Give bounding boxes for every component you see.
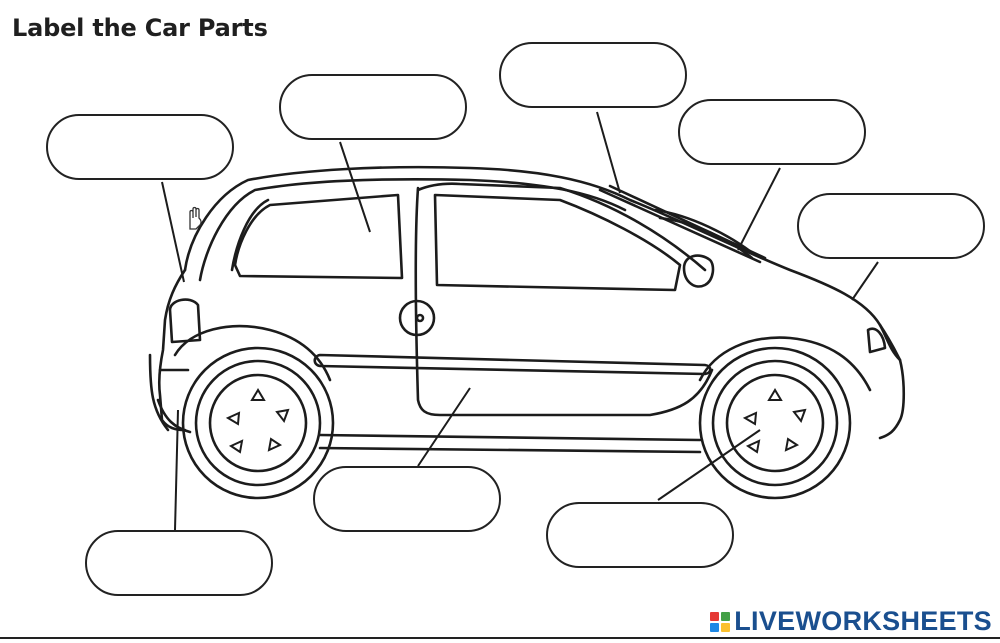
label-input-rear-window[interactable] (281, 76, 469, 140)
brand-logo[interactable]: LIVEWORKSHEETS (710, 606, 992, 637)
logo-tile (710, 622, 720, 632)
page-title: Label the Car Parts (12, 14, 268, 42)
logo-tile (710, 611, 720, 621)
label-box-bumper[interactable] (85, 530, 275, 596)
label-input-bumper[interactable] (87, 532, 275, 596)
label-box-rear-light[interactable] (46, 114, 236, 180)
label-input-bonnet[interactable] (799, 195, 987, 259)
label-box-wheel[interactable] (546, 502, 736, 568)
logo-tile (721, 611, 731, 621)
label-input-sunroof[interactable] (680, 101, 868, 165)
brand-logo-mark (710, 611, 731, 632)
label-input-roof-rail[interactable] (501, 44, 689, 108)
brand-logo-text: LIVEWORKSHEETS (734, 606, 992, 636)
label-box-sunroof[interactable] (678, 99, 868, 165)
label-box-rear-window[interactable] (279, 74, 469, 140)
label-input-door[interactable] (315, 468, 503, 532)
logo-tile (721, 622, 731, 632)
hand-cursor-icon (189, 206, 202, 230)
label-input-rear-light[interactable] (48, 116, 236, 180)
label-box-bonnet[interactable] (797, 193, 987, 259)
label-input-wheel[interactable] (548, 504, 736, 568)
label-box-door[interactable] (313, 466, 503, 532)
label-box-roof-rail[interactable] (499, 42, 689, 108)
footer-divider (0, 637, 1000, 639)
